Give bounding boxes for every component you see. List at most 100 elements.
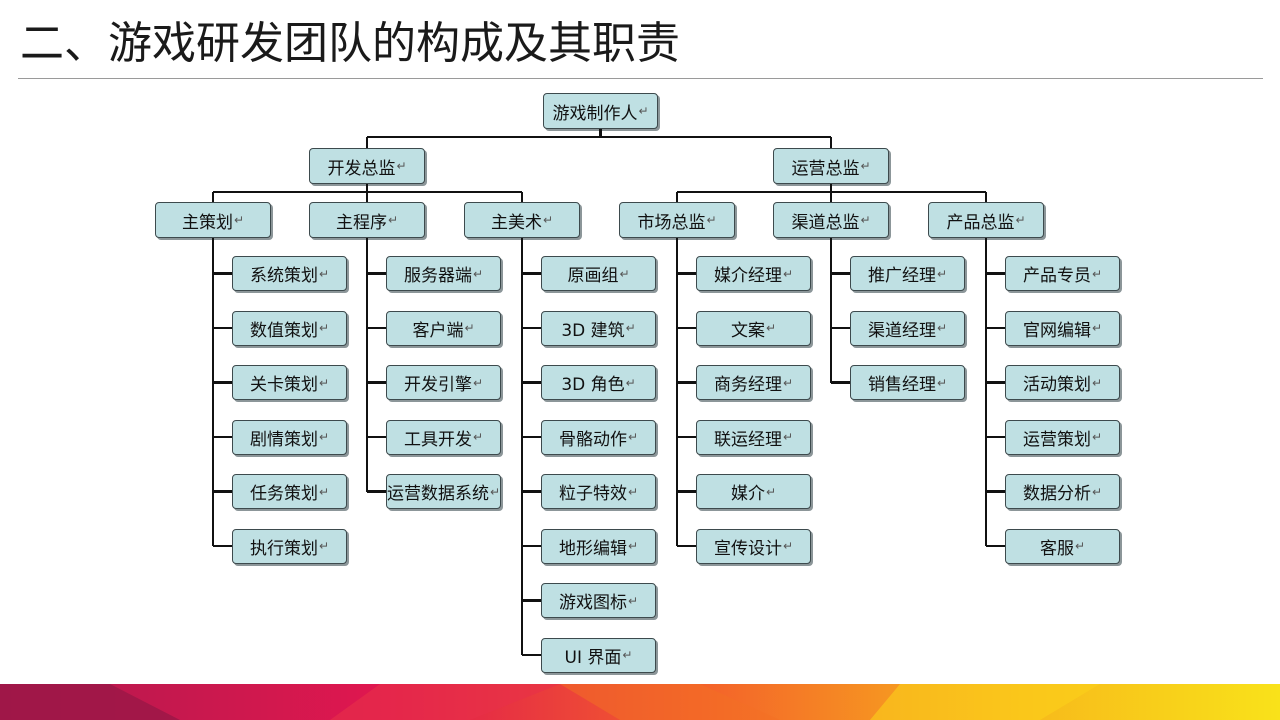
- connector-to-member: [522, 326, 541, 330]
- return-mark: ↵: [625, 321, 636, 335]
- return-mark: ↵: [627, 593, 639, 608]
- connector-to-member: [831, 326, 850, 330]
- director-node: 开发总监↵: [309, 148, 425, 184]
- member-node: 系统策划↵: [232, 256, 347, 291]
- member-node: 渠道经理↵: [850, 310, 965, 346]
- return-mark: ↵: [472, 266, 484, 281]
- connector-to-lead: [675, 192, 679, 202]
- return-mark: ↵: [625, 375, 636, 390]
- connector-to-lead: [829, 192, 833, 202]
- member-node: 客服↵: [1005, 528, 1120, 564]
- return-mark: ↵: [1091, 321, 1103, 335]
- member-node-label: 服务器端: [403, 266, 472, 286]
- member-node-label: 剧情策划: [249, 429, 318, 450]
- connector-to-member: [522, 435, 541, 439]
- title-divider: [18, 78, 1263, 79]
- connector-to-member: [986, 435, 1005, 439]
- member-node: 地形编辑↵: [541, 528, 656, 564]
- connector-to-member: [213, 272, 232, 275]
- member-node-label: 媒介经理: [713, 266, 782, 286]
- connector-to-member: [522, 544, 541, 548]
- connector-to-member: [677, 326, 696, 330]
- member-node: 服务器端↵: [386, 256, 501, 291]
- return-mark: ↵: [936, 321, 948, 335]
- member-node-label: 游戏图标: [558, 593, 627, 613]
- member-node: UI 界面↵: [541, 637, 656, 673]
- connector-to-member: [213, 490, 232, 493]
- return-mark: ↵: [782, 375, 794, 390]
- return-mark: ↵: [387, 213, 399, 227]
- connector-to-member: [986, 490, 1005, 493]
- connector-to-lead: [211, 192, 215, 202]
- member-node: 活动策划↵: [1005, 365, 1120, 400]
- member-node: 客户端↵: [386, 310, 501, 346]
- member-node: 商务经理↵: [696, 365, 811, 400]
- member-node-label: 文案: [730, 320, 765, 341]
- return-mark: ↵: [1091, 375, 1103, 390]
- lead-node: 渠道总监↵: [773, 202, 889, 238]
- return-mark: ↵: [765, 484, 777, 499]
- member-node: 推广经理↵: [850, 256, 965, 291]
- return-mark: ↵: [464, 321, 475, 335]
- director-node: 运营总监↵: [773, 148, 889, 184]
- connector-to-member: [367, 381, 386, 384]
- member-node: 3D 建筑↵: [541, 310, 656, 346]
- member-node-label: UI 界面: [564, 647, 622, 668]
- connector-to-member: [522, 381, 541, 384]
- return-mark: ↵: [627, 430, 639, 444]
- return-mark: ↵: [860, 159, 871, 173]
- lead-node: 市场总监↵: [619, 202, 735, 238]
- member-node-label: 商务经理: [713, 375, 782, 395]
- return-mark: ↵: [318, 321, 330, 335]
- connector-director-down-0: [365, 184, 369, 192]
- return-mark: ↵: [489, 484, 501, 499]
- lead-node: 主美术↵: [464, 202, 580, 238]
- return-mark: ↵: [233, 213, 245, 227]
- root-node: 游戏制作人↵: [543, 93, 658, 129]
- member-node: 任务策划↵: [232, 474, 347, 509]
- connector-to-member: [986, 326, 1005, 330]
- connector-director-down-1: [829, 184, 833, 192]
- connector-to-member: [367, 435, 386, 439]
- member-node: 官网编辑↵: [1005, 310, 1120, 346]
- member-node-label: 数据分析: [1022, 484, 1091, 504]
- connector-to-member: [522, 272, 541, 275]
- return-mark: ↵: [638, 104, 649, 118]
- return-mark: ↵: [472, 375, 484, 390]
- return-mark: ↵: [318, 539, 330, 553]
- connector-to-member: [213, 544, 232, 548]
- member-node: 原画组↵: [541, 256, 656, 291]
- return-mark: ↵: [318, 375, 330, 390]
- member-node-label: 任务策划: [249, 484, 318, 504]
- connector-member-trunk: [365, 238, 369, 492]
- connector-to-director-1: [829, 137, 833, 148]
- return-mark: ↵: [472, 430, 484, 444]
- connector-to-member: [677, 490, 696, 493]
- return-mark: ↵: [1091, 430, 1103, 444]
- connector-member-trunk: [520, 238, 524, 655]
- member-node-label: 活动策划: [1022, 375, 1091, 395]
- return-mark: ↵: [318, 266, 330, 281]
- member-node-label: 运营数据系统: [386, 484, 489, 504]
- return-mark: ↵: [1074, 539, 1086, 553]
- return-mark: ↵: [318, 484, 330, 499]
- return-mark: ↵: [1015, 213, 1026, 227]
- member-node: 骨骼动作↵: [541, 419, 656, 455]
- member-node-label: 3D 角色: [561, 375, 625, 395]
- connector-to-member: [831, 272, 850, 275]
- member-node: 开发引擎↵: [386, 365, 501, 400]
- connector-member-trunk: [211, 238, 215, 546]
- connector-to-member: [677, 544, 696, 548]
- member-node: 运营数据系统↵: [386, 474, 501, 509]
- member-node-label: 推广经理: [867, 266, 936, 286]
- return-mark: ↵: [782, 266, 794, 281]
- return-mark: ↵: [782, 430, 794, 444]
- member-node-label: 客服: [1039, 538, 1074, 559]
- member-node-label: 粒子特效: [558, 484, 627, 504]
- connector-to-member: [677, 381, 696, 384]
- member-node: 执行策划↵: [232, 528, 347, 564]
- connector-to-member: [986, 544, 1005, 548]
- return-mark: ↵: [318, 430, 330, 444]
- member-node-label: 开发引擎: [403, 375, 472, 395]
- member-node-label: 数值策划: [249, 320, 318, 341]
